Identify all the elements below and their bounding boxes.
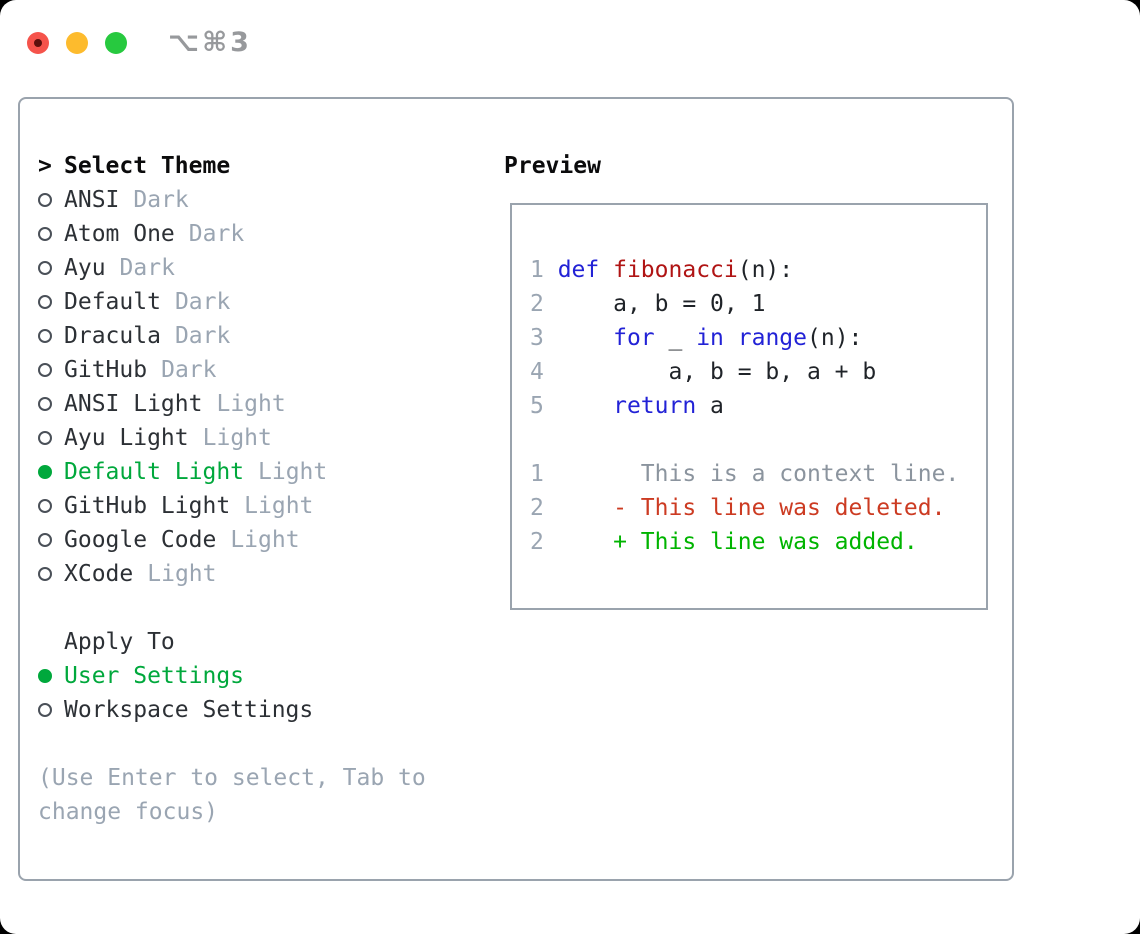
radio-circle-icon bbox=[38, 703, 64, 717]
radio-circle-icon bbox=[38, 533, 64, 547]
maximize-button[interactable] bbox=[105, 31, 127, 54]
apply-option-label: Workspace Settings bbox=[64, 697, 314, 723]
apply-option-workspace-settings[interactable]: Workspace Settings bbox=[38, 693, 426, 727]
code-line: 1 def fibonacci(n): bbox=[530, 257, 794, 283]
code-preview: 1 def fibonacci(n): 2 a, b = 0, 1 3 for _ … bbox=[512, 205, 986, 559]
apply-to-header: Apply To bbox=[38, 625, 426, 659]
code-line: 1 This is a context line. bbox=[530, 461, 960, 487]
theme-option-dracula[interactable]: Dracula Dark bbox=[38, 319, 426, 353]
hint-line: (Use Enter to select, Tab to bbox=[38, 765, 426, 791]
code-line: 5 return a bbox=[530, 393, 724, 419]
theme-variant: Dark bbox=[133, 187, 189, 213]
theme-variant: Light bbox=[230, 527, 300, 553]
theme-option-default-light[interactable]: Default Light Light bbox=[38, 455, 426, 489]
theme-name: Default Light bbox=[64, 459, 245, 485]
code-line: 3 for _ in range(n): bbox=[530, 325, 863, 351]
radio-circle-icon bbox=[38, 193, 64, 207]
radio-circle-icon bbox=[38, 329, 64, 343]
theme-name: Ayu Light bbox=[64, 425, 189, 451]
theme-option-ansi-light[interactable]: ANSI Light Light bbox=[38, 387, 426, 421]
radio-circle-icon bbox=[38, 431, 64, 445]
radio-circle-icon bbox=[38, 295, 64, 309]
theme-variant: Dark bbox=[174, 323, 231, 349]
radio-circle-icon bbox=[38, 465, 64, 479]
code-line: 2 a, b = 0, 1 bbox=[530, 291, 766, 317]
apply-option-label: User Settings bbox=[64, 663, 245, 689]
radio-circle-icon bbox=[38, 261, 64, 275]
radio-circle-icon bbox=[38, 363, 64, 377]
theme-name: XCode bbox=[64, 561, 134, 587]
theme-variant: Light bbox=[202, 425, 272, 451]
theme-option-xcode[interactable]: XCode Light bbox=[38, 557, 426, 591]
minimize-button[interactable] bbox=[66, 31, 88, 54]
theme-variant: Light bbox=[216, 391, 286, 417]
code-line: 2 - This line was deleted. bbox=[530, 495, 946, 521]
window-shortcut-label: ⌥⌘3 bbox=[168, 27, 252, 58]
theme-name: Default bbox=[64, 289, 161, 315]
theme-option-github-light[interactable]: GitHub Light Light bbox=[38, 489, 426, 523]
code-line bbox=[530, 423, 986, 457]
theme-name: Ayu bbox=[64, 255, 106, 281]
theme-option-default[interactable]: Default Dark bbox=[38, 285, 426, 319]
radio-circle-icon bbox=[38, 567, 64, 581]
theme-name: Dracula bbox=[64, 323, 161, 349]
close-dot-icon bbox=[34, 38, 42, 47]
theme-option-google-code[interactable]: Google Code Light bbox=[38, 523, 426, 557]
code-line: 2 + This line was added. bbox=[530, 529, 918, 555]
preview-box: 1 def fibonacci(n): 2 a, b = 0, 1 3 for _ … bbox=[510, 203, 988, 610]
theme-option-ayu-light[interactable]: Ayu Light Light bbox=[38, 421, 426, 455]
keyboard-hint: (Use Enter to select, Tab to change focu… bbox=[38, 761, 426, 829]
radio-circle-icon bbox=[38, 397, 64, 411]
theme-variant: Dark bbox=[119, 255, 175, 281]
code-line: 4 a, b = b, a + b bbox=[530, 359, 877, 385]
spacer-row bbox=[38, 591, 426, 625]
titlebar: ⌥⌘3 bbox=[27, 27, 252, 58]
radio-circle-icon bbox=[38, 499, 64, 513]
radio-circle-icon bbox=[38, 227, 64, 241]
theme-option-github[interactable]: GitHub Dark bbox=[38, 353, 426, 387]
close-button[interactable] bbox=[27, 31, 49, 54]
select-theme-header: > Select Theme bbox=[38, 149, 426, 183]
theme-name: Atom One bbox=[64, 221, 175, 247]
theme-variant: Light bbox=[244, 493, 314, 519]
theme-name: ANSI bbox=[64, 187, 120, 213]
theme-name: GitHub bbox=[64, 357, 148, 383]
theme-variant: Light bbox=[258, 459, 328, 485]
theme-option-atom-one[interactable]: Atom One Dark bbox=[38, 217, 426, 251]
theme-name: GitHub Light bbox=[64, 493, 231, 519]
theme-name: Google Code bbox=[64, 527, 217, 553]
theme-variant: Light bbox=[147, 561, 217, 587]
theme-option-ayu[interactable]: Ayu Dark bbox=[38, 251, 426, 285]
select-theme-title: Select Theme bbox=[64, 153, 231, 179]
spacer-row bbox=[38, 727, 426, 761]
theme-name: ANSI Light bbox=[64, 391, 203, 417]
radio-circle-icon bbox=[38, 669, 64, 683]
preview-header: Preview bbox=[504, 153, 601, 179]
hint-line: change focus) bbox=[38, 799, 219, 825]
prompt-caret-icon: > bbox=[38, 153, 52, 179]
apply-option-user-settings[interactable]: User Settings bbox=[38, 659, 426, 693]
theme-variant: Dark bbox=[174, 289, 231, 315]
theme-variant: Dark bbox=[161, 357, 217, 383]
theme-variant: Dark bbox=[188, 221, 245, 247]
apply-to-title: Apply To bbox=[64, 629, 175, 655]
theme-option-ansi[interactable]: ANSI Dark bbox=[38, 183, 426, 217]
